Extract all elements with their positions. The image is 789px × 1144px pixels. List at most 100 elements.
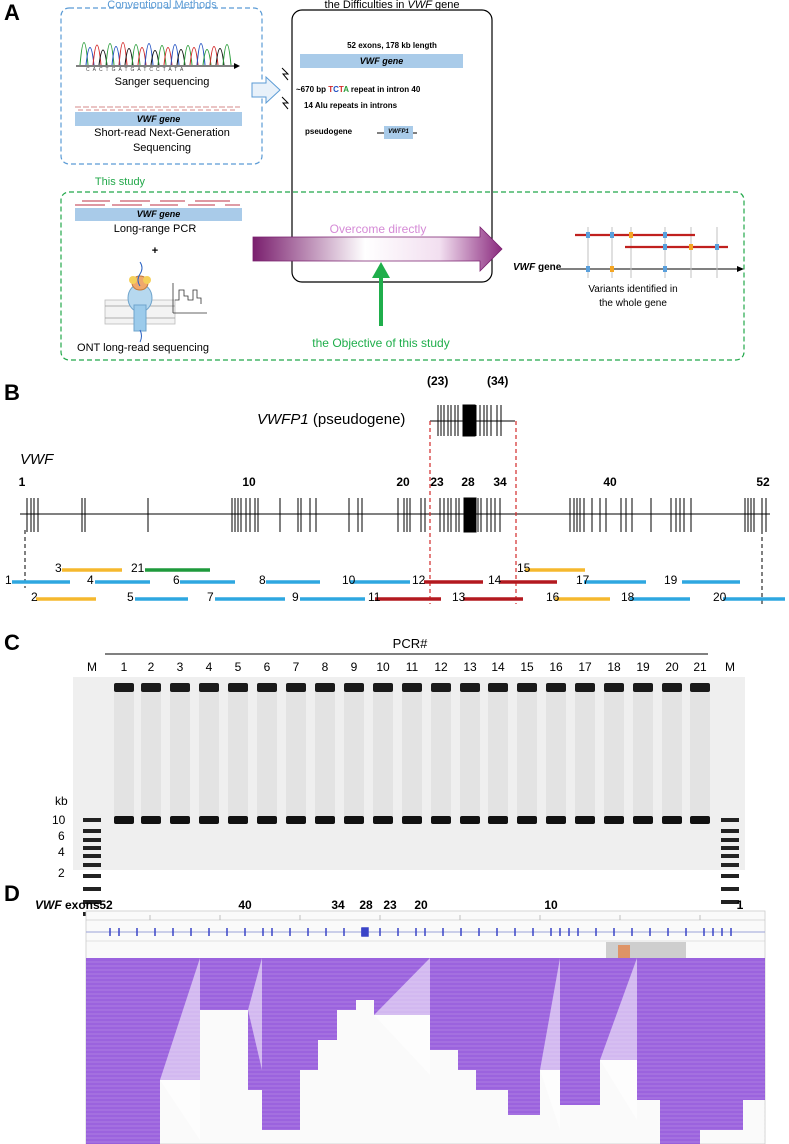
exon-number-label: 23 xyxy=(430,475,444,489)
pcr-amplicon-label: 3 xyxy=(55,561,62,575)
pcr-title: PCR# xyxy=(392,636,428,651)
lane-smear xyxy=(517,688,537,816)
ladder-band xyxy=(83,838,101,842)
d-exon-label: 40 xyxy=(238,898,252,912)
lane-label: 13 xyxy=(463,660,477,674)
well-band xyxy=(662,683,682,692)
lane-smear xyxy=(315,688,335,816)
kb-label: kb xyxy=(55,794,68,808)
product-band xyxy=(575,816,595,824)
ladder-band xyxy=(721,818,739,822)
pseudogene-name: VWFP1 (pseudogene) xyxy=(257,411,406,428)
read-pileup xyxy=(356,958,374,1000)
well-band xyxy=(546,683,566,692)
exon-block xyxy=(463,497,477,533)
exon-number-label: 34 xyxy=(493,475,507,489)
lane-smear xyxy=(141,688,161,816)
product-band xyxy=(141,816,161,824)
lane-smear xyxy=(228,688,248,816)
d-exon-label: 23 xyxy=(383,898,397,912)
short-read-label-1: Short-read Next-Generation xyxy=(94,127,230,139)
pseudo-left-label: (23) xyxy=(427,374,449,388)
short-read-gene-bar: VWF gene xyxy=(75,112,242,126)
well-band xyxy=(690,683,710,692)
well-band xyxy=(633,683,653,692)
lane-smear xyxy=(402,688,422,816)
ladder-band xyxy=(83,818,101,822)
panel-letter-d: D xyxy=(4,881,20,906)
difficulty-gene-bar: VWF gene xyxy=(300,54,463,68)
product-band xyxy=(690,816,710,824)
pcr-amplicon-label: 21 xyxy=(131,561,145,575)
lane-label: 12 xyxy=(434,660,448,674)
read-pileup xyxy=(430,958,458,1050)
objective-arrow-icon xyxy=(372,262,390,278)
lane-label: 2 xyxy=(147,660,155,674)
exon-number-label: 28 xyxy=(461,475,475,489)
pcr-amplicon-label: 10 xyxy=(342,573,356,587)
pseudo-exon-block xyxy=(462,404,476,437)
ladder-band xyxy=(83,900,101,904)
vwf-gene-axis-label: VWF gene xyxy=(513,262,562,273)
repeat-text: ~670 bp TCTA repeat in intron 40 xyxy=(296,85,421,94)
pcr-amplicon-label: 18 xyxy=(621,590,635,604)
product-band xyxy=(199,816,219,824)
ladder-band xyxy=(721,863,739,867)
product-band xyxy=(633,816,653,824)
product-band xyxy=(431,816,451,824)
ladder-band xyxy=(83,854,101,858)
ladder-band xyxy=(721,874,739,878)
read-pileup xyxy=(637,958,660,1100)
objective-label: the Objective of this study xyxy=(312,336,450,350)
vwfp1-bar: VWFP1 xyxy=(384,126,413,139)
lane-smear xyxy=(662,688,682,816)
product-band xyxy=(344,816,364,824)
well-band xyxy=(141,683,161,692)
break-icon xyxy=(281,67,290,81)
size-2: 2 xyxy=(58,866,65,880)
lane-smear xyxy=(604,688,624,816)
lane-label: 16 xyxy=(549,660,563,674)
pcr-amplicon-label: 20 xyxy=(713,590,727,604)
overcome-arrow-icon xyxy=(252,226,503,272)
nanopore-icon xyxy=(104,261,176,343)
lane-smear xyxy=(114,688,134,816)
variants-label-2: the whole gene xyxy=(599,298,667,309)
read-pileup xyxy=(458,958,476,1070)
product-band xyxy=(488,816,508,824)
long-range-gene-bar: VWF gene xyxy=(75,208,242,221)
ladder-band xyxy=(721,887,739,891)
short-read-label-2: Sequencing xyxy=(132,142,192,154)
track-exon-block xyxy=(361,927,369,937)
pcr-amplicon-label: 8 xyxy=(259,573,266,587)
lane-label: 14 xyxy=(491,660,505,674)
pcr-amplicon-label: 6 xyxy=(173,573,180,587)
overcome-label: Overcome directly xyxy=(329,222,427,236)
exons-heading: VWF exons xyxy=(35,898,100,912)
panel-letter-a: A xyxy=(4,0,20,25)
ladder-band xyxy=(83,829,101,833)
product-band xyxy=(546,816,566,824)
lane-label: 15 xyxy=(520,660,534,674)
read-pileup xyxy=(262,958,300,1130)
lane-smear xyxy=(373,688,393,816)
size-6: 6 xyxy=(58,829,65,843)
read-pileup xyxy=(743,958,765,1100)
pseudogene-label: pseudogene xyxy=(305,127,353,136)
pileup-gap xyxy=(248,958,262,1070)
lane-smear xyxy=(257,688,277,816)
product-band xyxy=(257,816,277,824)
read-pileup xyxy=(700,958,743,1130)
lane-label: 9 xyxy=(350,660,358,674)
pcr-amplicon-label: 1 xyxy=(5,573,12,587)
pcr-amplicon-label: 19 xyxy=(664,573,678,587)
lane-label: 8 xyxy=(321,660,329,674)
lane-label: 19 xyxy=(636,660,650,674)
marker-right: M xyxy=(725,660,735,674)
lane-smear xyxy=(690,688,710,816)
d-exon-label: 34 xyxy=(331,898,345,912)
long-range-reads xyxy=(75,200,240,206)
lane-label: 11 xyxy=(405,660,419,674)
